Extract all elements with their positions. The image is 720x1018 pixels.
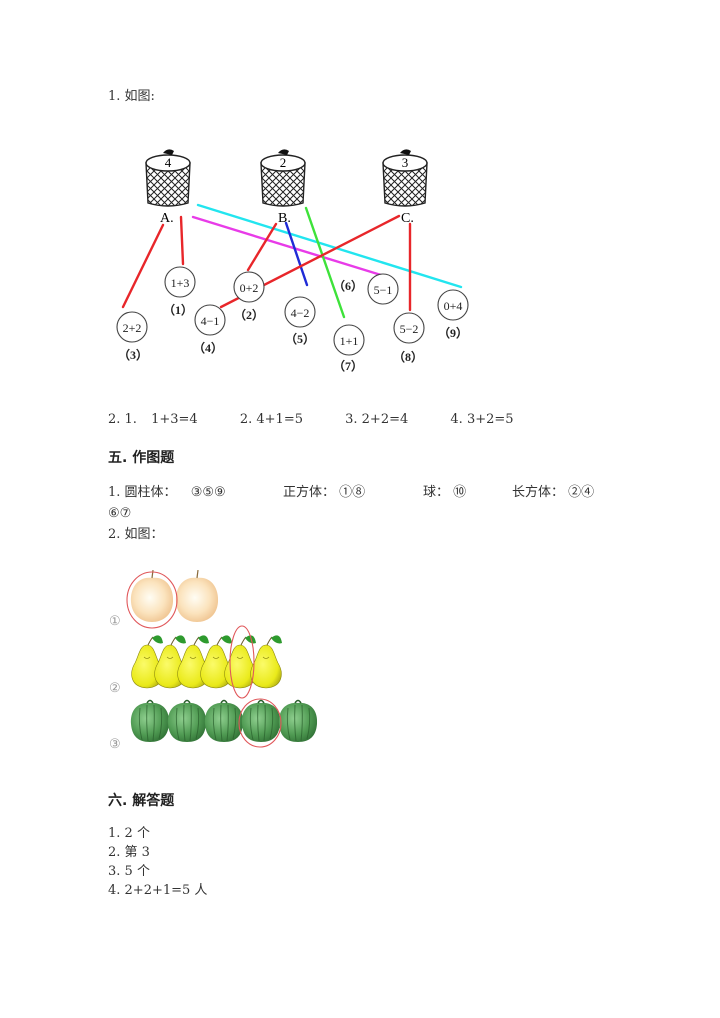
svg-text:0+2: 0+2 xyxy=(240,281,259,295)
basket-c: 3 xyxy=(382,148,428,207)
cube-value: ①⑧ xyxy=(339,485,366,500)
answer-4: 4. 2+2+1=5 人 xyxy=(108,883,208,898)
cylinder-value: ③⑤⑨ xyxy=(190,485,226,500)
row-3-marker: ③ xyxy=(109,736,121,751)
basket-a: 4 xyxy=(145,148,191,207)
answer-item: 1+3=4 xyxy=(151,412,198,427)
answer-item: 4. 3+2=5 xyxy=(450,412,514,427)
pear-row xyxy=(131,625,283,699)
row-1-marker: ① xyxy=(109,613,121,628)
sphere-group: 球： ⑩ xyxy=(423,484,466,502)
question-2-prefix: 2. 1. xyxy=(108,412,137,427)
answer-2: 2. 第 3 xyxy=(108,845,150,860)
circled-pear xyxy=(229,625,255,699)
svg-text:5−1: 5−1 xyxy=(374,283,393,297)
basket-a-letter: A. xyxy=(160,211,174,226)
svg-text:（7）: （7） xyxy=(333,358,363,373)
svg-text:4−1: 4−1 xyxy=(201,314,220,328)
svg-text:5−2: 5−2 xyxy=(400,322,419,336)
circled-apple xyxy=(126,571,178,629)
number-balls: 1+3 （1） 0+2 （2） 2+2 （3） 4−1 （4） 4−2 （5） … xyxy=(116,266,469,373)
cuboid-value-continued: ⑥⑦ xyxy=(108,506,132,521)
svg-text:0+4: 0+4 xyxy=(444,299,463,313)
svg-text:1+1: 1+1 xyxy=(340,334,359,348)
svg-text:（8）: （8） xyxy=(393,349,423,364)
line-a-1 xyxy=(179,215,185,266)
basket-a-number: 4 xyxy=(165,155,172,170)
answer-1: 1. 2 个 xyxy=(108,826,150,841)
line-a-9 xyxy=(196,203,463,289)
svg-text:（3）: （3） xyxy=(118,347,148,362)
question-2-line: 2. 1. 1+3=4 2. 4+1=5 3. 2+2=4 4. 3+2=5 xyxy=(108,411,514,429)
cube-label: 正方体： xyxy=(283,485,336,500)
basket-b-number: 2 xyxy=(280,155,287,170)
line-a-3 xyxy=(121,223,165,309)
svg-text:（1）: （1） xyxy=(163,302,193,317)
basket-b: 2 xyxy=(260,148,306,207)
line-b-5 xyxy=(284,221,309,287)
section-5-title: 五. 作图题 xyxy=(108,450,175,466)
sphere-value: ⑩ xyxy=(453,485,467,500)
cuboid-label: 长方体： xyxy=(512,485,565,500)
fruit-figure: ① ② ③ xyxy=(105,569,335,755)
svg-text:4−2: 4−2 xyxy=(291,306,310,320)
svg-text:（9）: （9） xyxy=(438,325,468,340)
basket-c-letter: C. xyxy=(401,211,414,226)
cube-group: 正方体： ①⑧ xyxy=(283,484,365,502)
section-6-title: 六. 解答题 xyxy=(108,793,175,809)
line-a-6 xyxy=(191,215,383,277)
svg-text:（5）: （5） xyxy=(285,331,315,346)
basket-b-letter: B. xyxy=(278,211,291,226)
svg-text:（6）: （6） xyxy=(333,278,363,293)
circled-pepper xyxy=(238,698,282,748)
svg-text:（4）: （4） xyxy=(193,340,223,355)
cuboid-value: ②④ xyxy=(568,485,595,500)
line-b-2 xyxy=(246,222,278,272)
matching-diagram: 4 2 3 A. B. C. 1+3 （1） 0+2 （2） 2+2 （3） xyxy=(108,137,483,377)
svg-text:1+3: 1+3 xyxy=(171,276,190,290)
apple-row xyxy=(126,569,219,629)
svg-text:2+2: 2+2 xyxy=(123,321,142,335)
basket-c-number: 3 xyxy=(402,155,409,170)
svg-text:（2）: （2） xyxy=(234,307,264,322)
answer-lines xyxy=(121,203,463,319)
answer-item: 2. 4+1=5 xyxy=(239,412,303,427)
row-2-marker: ② xyxy=(109,680,121,695)
question-2-figure-label: 2. 如图： xyxy=(108,527,164,542)
sphere-label: 球： xyxy=(423,485,450,500)
shape-classification-line: 1. 圆柱体： ③⑤⑨ xyxy=(108,484,226,502)
cylinder-label: 1. 圆柱体： xyxy=(108,485,177,500)
answer-3: 3. 5 个 xyxy=(108,864,150,879)
line-b-7 xyxy=(304,206,346,319)
cuboid-group: 长方体： ②④ xyxy=(512,484,594,502)
pepper-row xyxy=(130,698,318,748)
question-1-label: 1. 如图: xyxy=(108,89,155,104)
answer-item: 3. 2+2=4 xyxy=(345,412,409,427)
